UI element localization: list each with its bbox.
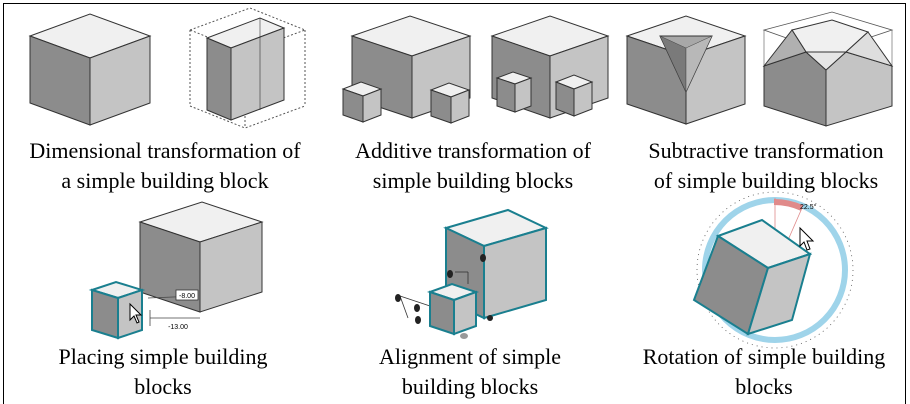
small-block-b2 — [554, 74, 594, 117]
dimension-label-box — [175, 289, 199, 301]
cursor-icon — [799, 226, 815, 251]
caption-line: a simple building block — [61, 168, 269, 193]
caption-line: Placing simple building — [58, 344, 268, 369]
caption-line: blocks — [735, 374, 793, 399]
caption-line: building blocks — [401, 374, 539, 399]
caption-subtractive: Subtractive transformation of simple bui… — [626, 136, 906, 196]
caption-additive: Additive transformation of simple buildi… — [322, 136, 624, 196]
small-block-b1 — [495, 71, 533, 113]
caption-line: of simple building blocks — [653, 168, 879, 193]
cursor-icon — [129, 302, 143, 324]
chamfered-block — [762, 11, 894, 127]
caption-line: Additive transformation of — [355, 138, 591, 163]
large-block — [138, 201, 264, 313]
dimension-label: -13.00 — [168, 324, 188, 331]
caption-line: Rotation of simple building — [642, 344, 886, 369]
alignment-handles — [395, 254, 493, 339]
caption-line: Dimensional transformation of — [29, 138, 301, 163]
caption-line: blocks — [134, 374, 192, 399]
small-aligned-block — [426, 282, 480, 336]
block-with-corner-cut — [625, 15, 747, 125]
simple-block — [28, 13, 152, 126]
alignment-guides — [399, 271, 469, 319]
caption-line: Subtractive transformation — [648, 138, 884, 163]
caption-line: Alignment of simple — [378, 344, 562, 369]
caption-alignment: Alignment of simple building blocks — [340, 342, 600, 402]
small-block-a1 — [341, 81, 383, 123]
small-block-a2 — [429, 82, 471, 124]
dimension-label: -8.00 — [179, 293, 195, 300]
rotated-block — [692, 218, 813, 336]
caption-dimensional: Dimensional transformation of a simple b… — [8, 136, 322, 196]
caption-rotation: Rotation of simple building blocks — [622, 342, 906, 402]
stretched-block — [188, 7, 307, 129]
figure-frame — [3, 3, 906, 404]
caption-line: simple building blocks — [372, 168, 574, 193]
caption-placing: Placing simple building blocks — [18, 342, 308, 402]
rotation-angle-label: 22.5° — [800, 203, 817, 211]
